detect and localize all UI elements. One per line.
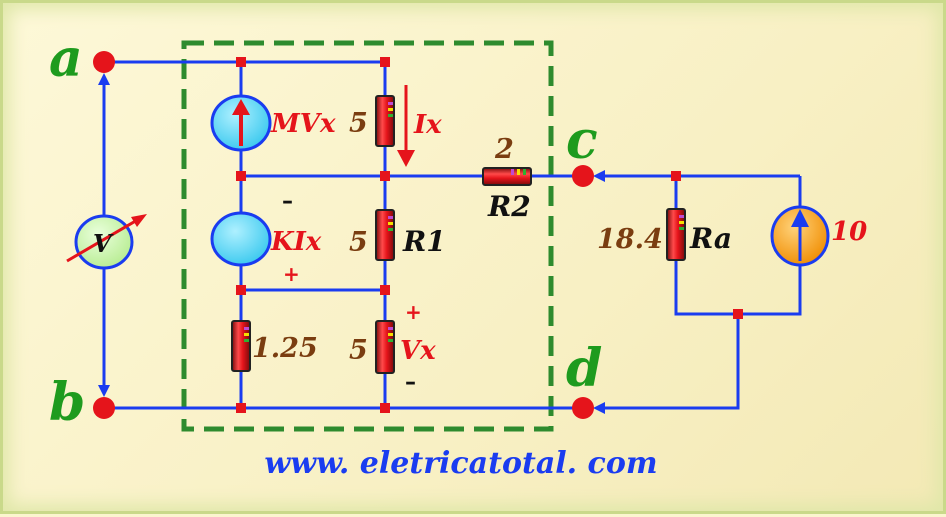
- node-b-label: b: [49, 372, 85, 433]
- vx-resistor-value: 5: [349, 335, 368, 366]
- resistor-vx: [375, 320, 395, 374]
- current-source: [770, 205, 830, 267]
- resistor-ra: [666, 208, 686, 261]
- dependent-voltage-source: [210, 94, 272, 152]
- vx-label: Vx: [400, 336, 436, 366]
- voltmeter: [66, 214, 147, 270]
- node-a-terminal[interactable]: [93, 51, 115, 73]
- node-d-terminal[interactable]: [572, 397, 594, 419]
- kix-minus-sign: –: [282, 189, 293, 214]
- ra-name: Ra: [689, 222, 732, 255]
- r1-name: R1: [402, 225, 446, 258]
- node-c-terminal[interactable]: [572, 165, 594, 187]
- ra-value: 18.4: [597, 224, 663, 255]
- node-d-label: d: [566, 338, 602, 399]
- top-middle-value: 5: [349, 108, 368, 139]
- current-source-value: 10: [831, 217, 867, 247]
- kix-plus-sign: +: [283, 262, 300, 286]
- circuit-diagram: a b c d MVx KIx 10 V 5 5 R1 5 1.25 2 R2 …: [49, 28, 867, 481]
- left-bottom-value: 1.25: [252, 333, 318, 364]
- voltmeter-label: V: [93, 229, 114, 258]
- r2-name: R2: [487, 190, 531, 223]
- wire-arrows: [98, 73, 605, 414]
- resistor-left-bottom: [231, 320, 251, 372]
- ix-label: Ix: [413, 110, 442, 140]
- vx-minus-sign: –: [405, 370, 416, 395]
- dependent-current-source: [210, 211, 272, 267]
- dep-current-label: KIx: [270, 227, 322, 257]
- website-url[interactable]: www. eletricatotal. com: [264, 446, 657, 481]
- node-c-label: c: [566, 110, 598, 171]
- junctions: [236, 57, 743, 413]
- resistor-top-middle: [375, 95, 395, 147]
- resistor-r1: [375, 209, 395, 261]
- network-box: [181, 40, 554, 432]
- vx-plus-sign: +: [405, 300, 422, 324]
- dep-voltage-label: MVx: [270, 109, 336, 139]
- node-b-terminal[interactable]: [93, 397, 115, 419]
- node-a-label: a: [49, 28, 83, 89]
- ix-arrow: [397, 85, 415, 167]
- r1-value: 5: [349, 227, 368, 258]
- resistor-r2: [482, 167, 532, 186]
- r2-value: 2: [494, 134, 514, 165]
